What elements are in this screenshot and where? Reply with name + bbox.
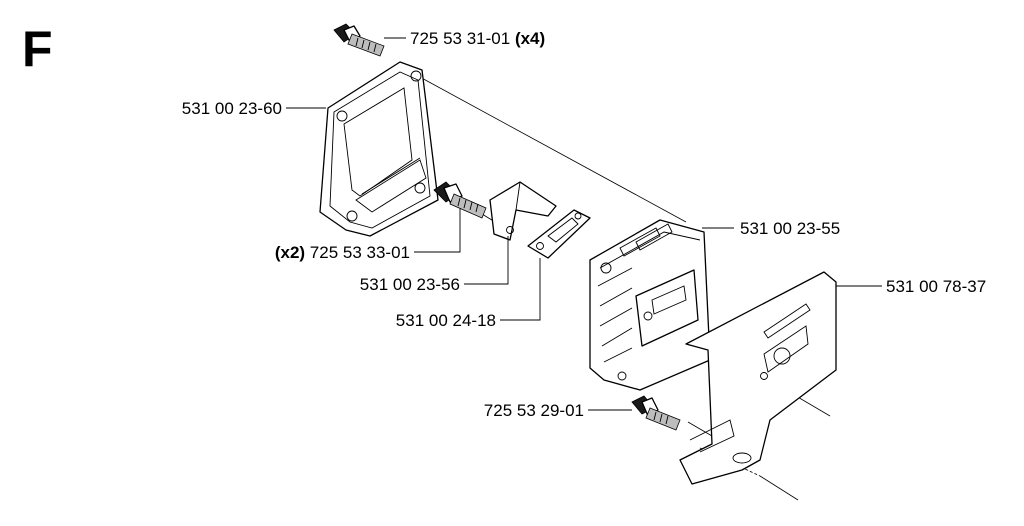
leader-bracket	[464, 236, 509, 285]
label-bolt-middle-number: 725 53 33-01	[310, 243, 410, 262]
bolt-middle-part	[433, 181, 487, 219]
label-bolt-top: 725 53 31-01 (x4)	[410, 29, 545, 48]
section-letter: F	[22, 21, 53, 77]
label-bolt-bottom: 725 53 29-01	[484, 401, 584, 420]
assembly-axis-bottom	[759, 475, 799, 501]
label-bolt-top-qty: (x4)	[515, 29, 545, 48]
label-heat-shield: 531 00 78-37	[886, 277, 986, 296]
label-gasket: 531 00 24-18	[396, 311, 496, 330]
cover-part	[319, 61, 439, 237]
heat-shield-part	[679, 271, 837, 485]
label-cover: 531 00 23-60	[182, 99, 282, 118]
assembly-axis-bolt-bottom	[687, 421, 713, 437]
label-bolt-middle-qty: (x2)	[275, 243, 305, 262]
muffler-part	[589, 219, 711, 391]
assembly-axis-top	[417, 75, 687, 223]
label-bolt-middle: (x2) 725 53 33-01	[275, 243, 410, 262]
label-bracket: 531 00 23-56	[360, 275, 460, 294]
leader-gasket	[500, 258, 541, 321]
gasket-part	[527, 209, 591, 259]
leader-lines	[286, 37, 882, 411]
bolt-bottom-part	[631, 395, 681, 431]
label-muffler: 531 00 23-55	[740, 219, 840, 238]
bracket-part	[489, 181, 557, 241]
bolt-top-part	[333, 23, 385, 57]
leader-bolt-middle	[414, 208, 461, 253]
label-bolt-top-number: 725 53 31-01	[410, 29, 510, 48]
